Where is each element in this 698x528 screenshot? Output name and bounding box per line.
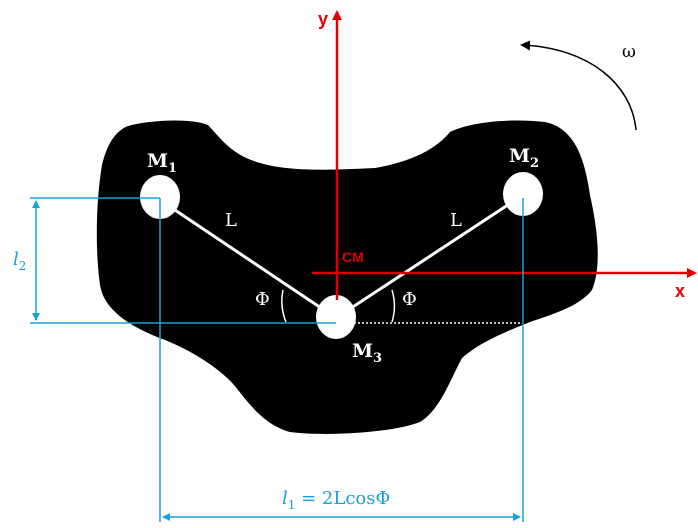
mass-m1 [140, 175, 180, 219]
label-l2: l2 [13, 249, 26, 273]
label-l1: l1 = 2LcosΦ [282, 488, 390, 512]
label-rod-right: L [450, 210, 462, 231]
label-omega: ω [622, 42, 636, 62]
mass-m3 [316, 295, 356, 339]
rod-left [159, 198, 337, 320]
rod-right [335, 193, 524, 320]
rigid-body [96, 120, 598, 434]
label-cm: CM [342, 249, 364, 265]
angle-arc-left [281, 289, 287, 323]
mass-m2 [503, 172, 543, 216]
label-m2: M2 [509, 145, 539, 171]
label-m1: M1 [147, 150, 177, 176]
label-m3: M3 [352, 340, 382, 366]
label-rod-left: L [225, 210, 237, 231]
label-axis-y: y [318, 9, 328, 29]
label-angle-right: Φ [402, 289, 417, 310]
label-angle-left: Φ [255, 289, 270, 310]
angle-arc-right [391, 289, 396, 323]
label-axis-x: x [675, 281, 685, 301]
rotation-arrow [520, 40, 637, 131]
